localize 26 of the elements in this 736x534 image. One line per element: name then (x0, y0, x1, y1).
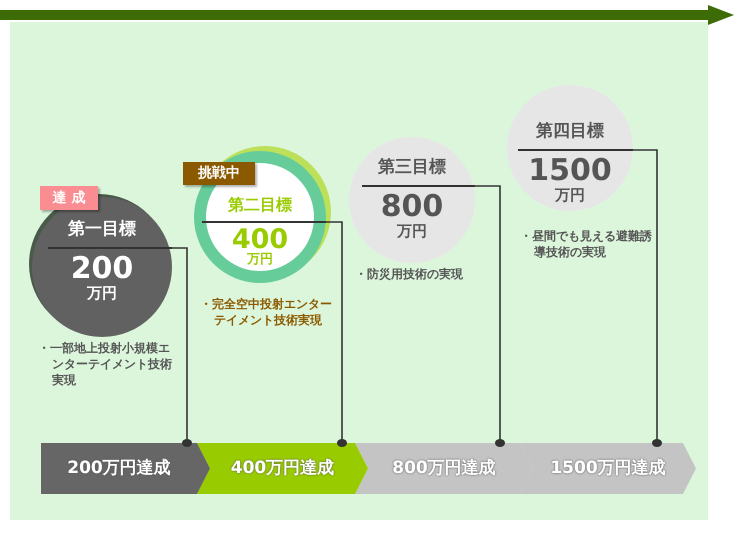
amount-unit: 万円 (86, 286, 118, 301)
progress-bar-segment: 800万円達成 (355, 443, 533, 494)
goal-amount: 800 (380, 192, 444, 222)
goal-description: ・完全空中投射エンターテイメント技術実現 (200, 296, 333, 328)
leader-line (632, 149, 662, 447)
amount-unit: 万円 (246, 253, 274, 266)
progress-bar-segment: 200万円達成 (41, 443, 210, 494)
goal-heading: 第四目標 (535, 123, 605, 140)
progress-bar-segment: 1500万円達成 (520, 443, 696, 494)
leader-line (326, 221, 347, 447)
status-badge: 達 成 (40, 186, 98, 210)
goal-description: ・一部地上投射小規模エンターテイメント技術実現 (38, 340, 173, 388)
goal-amount: 1500 (527, 156, 613, 186)
amount-unit: 万円 (554, 188, 586, 203)
leader-line (473, 185, 505, 447)
status-badge: 挑戦中 (183, 162, 255, 185)
progress-bar-segment: 400万円達成 (197, 443, 368, 494)
goal-heading: 第二目標 (227, 197, 293, 213)
leader-line (169, 247, 192, 447)
amount-unit: 万円 (396, 224, 428, 239)
goal-amount: 200 (70, 254, 134, 284)
goal-heading: 第一目標 (67, 221, 137, 238)
goal-description: ・防災用技術の実現 (355, 266, 464, 282)
goal-heading: 第三目標 (377, 159, 447, 176)
goal-description: ・昼間でも見える避難誘導技術の実現 (520, 228, 653, 260)
goal-amount: 400 (230, 226, 290, 253)
